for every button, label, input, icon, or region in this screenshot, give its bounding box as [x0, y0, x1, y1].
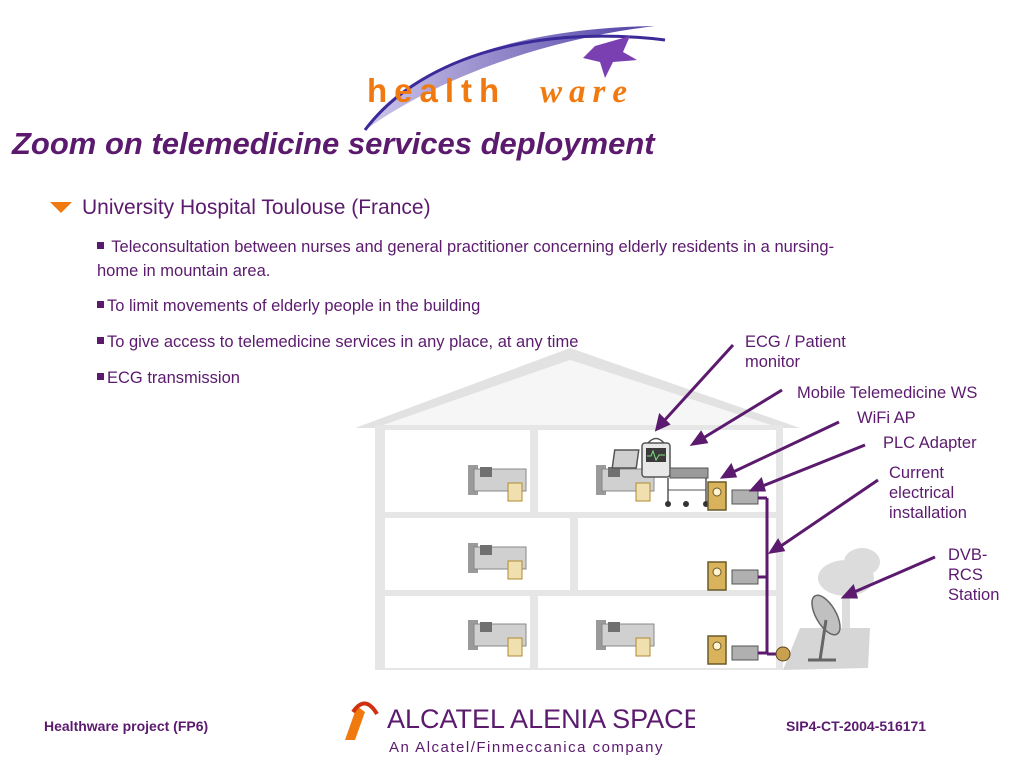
label-dvb-rcs-station: DVB- RCS Station [948, 545, 999, 605]
square-bullet-icon [97, 337, 104, 344]
bed-icon [468, 543, 527, 580]
bullet-item: Teleconsultation between nurses and gene… [97, 235, 997, 283]
bullet-text: To limit movements of elderly people in … [107, 297, 481, 315]
bullet-item: To limit movements of elderly people in … [97, 294, 480, 318]
bed-icon [596, 620, 655, 657]
label-line: DVB- [948, 546, 988, 564]
svg-text:ware: ware [540, 74, 634, 110]
label-line: Station [948, 586, 1000, 604]
mobile-workstation-icon [611, 449, 709, 507]
label-plc-adapter: PLC Adapter [883, 434, 977, 452]
svg-text:ALCATEL ALENIA SPACE: ALCATEL ALENIA SPACE [387, 704, 695, 734]
bullet-text: ECG transmission [107, 369, 240, 387]
slide-subtitle: University Hospital Toulouse (France) [82, 196, 431, 219]
satellite-dish-icon [808, 594, 841, 662]
footer-project: Healthware project (FP6) [44, 718, 209, 734]
label-line: installation [889, 504, 967, 522]
square-bullet-icon [97, 242, 104, 249]
label-mobile-ws: Mobile Telemedicine WS [797, 384, 978, 402]
label-wifi-ap: WiFi AP [857, 409, 916, 427]
wifi-ap-icon [707, 481, 727, 511]
label-ecg-monitor: ECG / Patient monitor [745, 332, 846, 372]
label-electrical-installation: Current electrical installation [889, 463, 967, 523]
wifi-ap-icon [707, 561, 727, 591]
bullet-text-continued: home in mountain area. [97, 262, 271, 280]
footer-contract-id: SIP4-CT-2004-516171 [786, 718, 927, 734]
house-roof [355, 348, 800, 428]
label-line: ECG / Patient [745, 333, 846, 351]
plc-adapter-icon [731, 569, 759, 585]
bullet-item: ECG transmission [97, 366, 240, 390]
square-bullet-icon [97, 373, 104, 380]
plc-adapter-icon [731, 489, 759, 505]
ecg-monitor-icon [641, 437, 671, 478]
house-diagram [355, 343, 936, 670]
svg-text:An Alcatel/Finmeccanica compan: An Alcatel/Finmeccanica company [389, 739, 664, 756]
electrical-wiring [758, 496, 779, 656]
alcatel-alenia-logo: ALCATEL ALENIA SPACE An Alcatel/Finmecca… [345, 701, 695, 756]
bed-icon [468, 465, 527, 502]
svg-text:health: health [367, 72, 506, 109]
slide-title: Zoom on telemedicine services deployment [12, 126, 655, 161]
callout-arrows [654, 343, 936, 599]
power-socket-icon [775, 646, 791, 662]
bullet-text: Teleconsultation between nurses and gene… [111, 238, 835, 256]
bed-icon [596, 465, 655, 502]
bullet-item: To give access to telemedicine services … [97, 330, 578, 354]
label-line: monitor [745, 353, 801, 371]
label-line: RCS [948, 566, 983, 584]
plc-adapter-icon [731, 645, 759, 661]
triangle-bullet-icon [50, 202, 72, 213]
bed-icon [468, 620, 527, 657]
label-line: Current [889, 464, 945, 482]
tree-icon [818, 548, 880, 628]
bullet-text: To give access to telemedicine services … [107, 333, 579, 351]
square-bullet-icon [97, 301, 104, 308]
healthware-logo: health ware [363, 26, 666, 131]
wifi-ap-icon [707, 635, 727, 665]
label-line: electrical [889, 484, 955, 502]
